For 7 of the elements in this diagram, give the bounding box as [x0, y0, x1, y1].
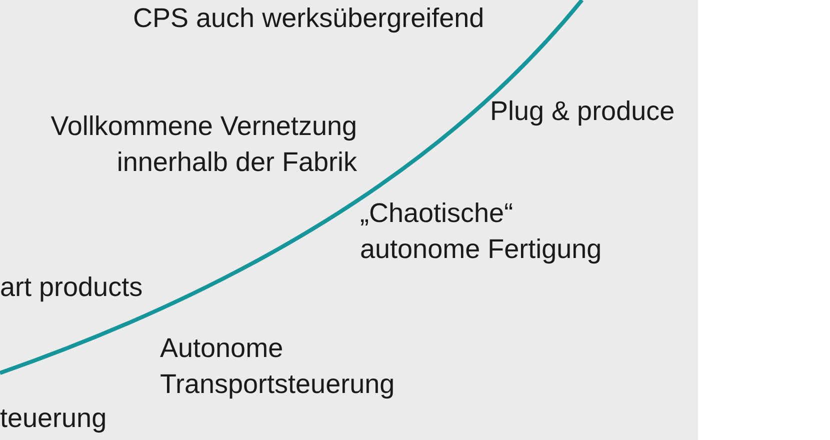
stage-label: CPS auch werksübergreifend — [133, 2, 484, 35]
stage-label: „Chaotische“ autonome Fertigung — [360, 197, 602, 266]
stage-label: art products — [0, 271, 143, 304]
stage-label: Autonome Transportsteuerung — [160, 332, 395, 401]
stage-label: teuerung — [0, 402, 107, 435]
stage-label: Plug & produce — [490, 95, 675, 128]
stage-label: Vollkommene Vernetzung innerhalb der Fabrik — [50, 110, 357, 179]
